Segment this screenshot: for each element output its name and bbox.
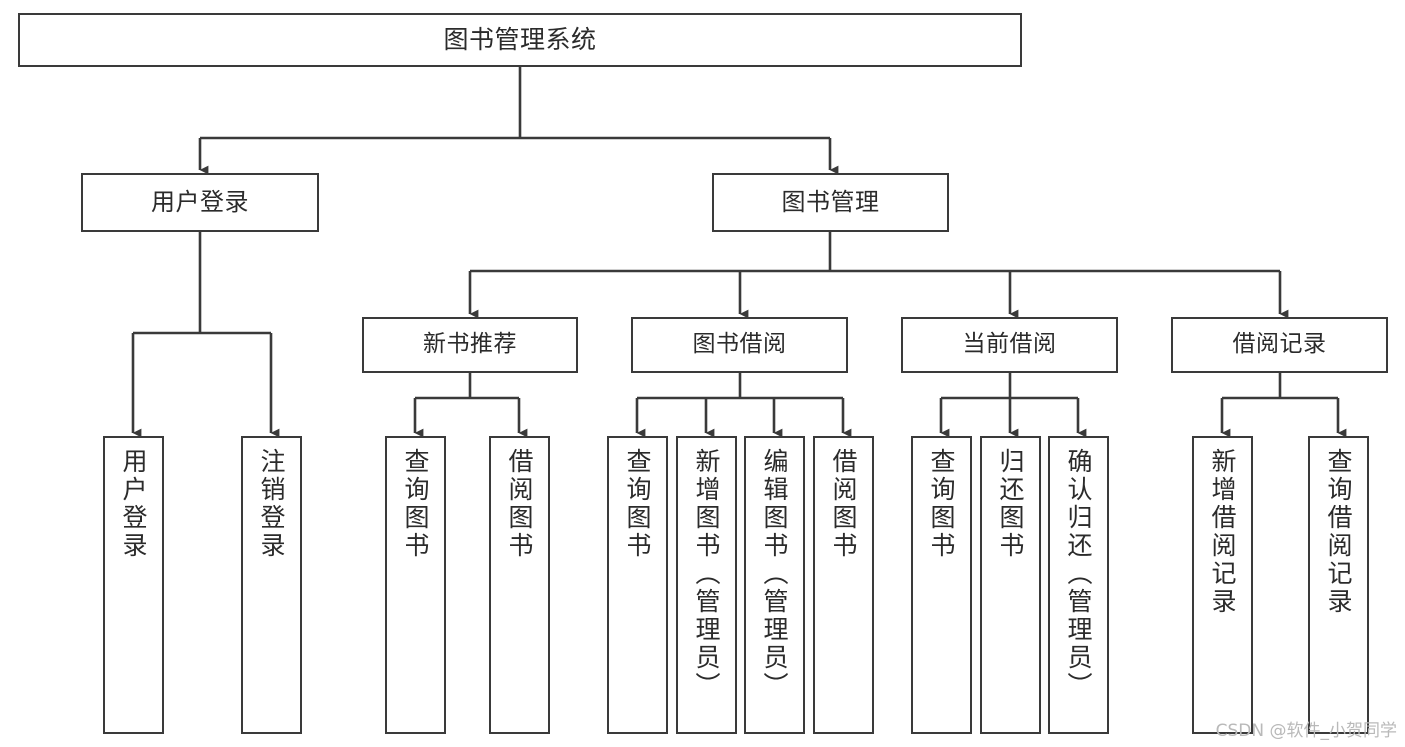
node-leaf-borrow-book-1[interactable]: 借阅图书 (489, 436, 550, 734)
node-leaf-add-record-label: 新增借阅记录 (1208, 448, 1237, 616)
node-leaf-borrow-book-2-label: 借阅图书 (829, 448, 858, 560)
csdn-watermark: CSDN @软件_小贺同学 (1215, 721, 1397, 741)
node-new-book-rec[interactable]: 新书推荐 (362, 317, 578, 373)
node-leaf-return-book-label: 归还图书 (996, 448, 1025, 560)
node-leaf-return-book[interactable]: 归还图书 (980, 436, 1041, 734)
node-book-manage[interactable]: 图书管理 (712, 173, 949, 232)
node-user-login[interactable]: 用户登录 (81, 173, 319, 232)
node-user-login-label: 用户登录 (151, 188, 249, 217)
node-leaf-confirm-return-label: 确认归还（管理员） (1064, 448, 1093, 700)
node-leaf-user-login-label: 用户登录 (119, 448, 148, 560)
node-leaf-borrow-book-2[interactable]: 借阅图书 (813, 436, 874, 734)
node-leaf-query-book-1[interactable]: 查询图书 (385, 436, 446, 734)
node-book-borrow-label: 图书借阅 (692, 331, 787, 358)
node-borrow-record[interactable]: 借阅记录 (1171, 317, 1388, 373)
node-current-borrow[interactable]: 当前借阅 (901, 317, 1118, 373)
node-leaf-add-record[interactable]: 新增借阅记录 (1192, 436, 1253, 734)
node-borrow-record-label: 借阅记录 (1232, 331, 1327, 358)
node-leaf-edit-book[interactable]: 编辑图书（管理员） (744, 436, 805, 734)
node-book-borrow[interactable]: 图书借阅 (631, 317, 848, 373)
node-leaf-query-book-3-label: 查询图书 (927, 448, 956, 560)
node-leaf-add-book-label: 新增图书（管理员） (692, 448, 721, 700)
node-new-book-rec-label: 新书推荐 (423, 331, 517, 358)
node-leaf-query-book-2-label: 查询图书 (623, 448, 652, 560)
node-leaf-query-book-2[interactable]: 查询图书 (607, 436, 668, 734)
node-leaf-query-book-1-label: 查询图书 (401, 448, 430, 560)
node-root-label: 图书管理系统 (443, 25, 597, 54)
node-root[interactable]: 图书管理系统 (18, 13, 1022, 67)
node-leaf-user-logout-label: 注销登录 (257, 448, 286, 560)
node-leaf-query-book-3[interactable]: 查询图书 (911, 436, 972, 734)
node-leaf-confirm-return[interactable]: 确认归还（管理员） (1048, 436, 1109, 734)
node-current-borrow-label: 当前借阅 (962, 331, 1057, 358)
node-leaf-query-record-label: 查询借阅记录 (1324, 448, 1353, 616)
node-leaf-query-record[interactable]: 查询借阅记录 (1308, 436, 1369, 734)
node-leaf-borrow-book-1-label: 借阅图书 (505, 448, 534, 560)
node-leaf-add-book[interactable]: 新增图书（管理员） (676, 436, 737, 734)
node-book-manage-label: 图书管理 (781, 188, 880, 217)
node-leaf-user-login[interactable]: 用户登录 (103, 436, 164, 734)
node-leaf-user-logout[interactable]: 注销登录 (241, 436, 302, 734)
node-leaf-edit-book-label: 编辑图书（管理员） (760, 448, 789, 700)
